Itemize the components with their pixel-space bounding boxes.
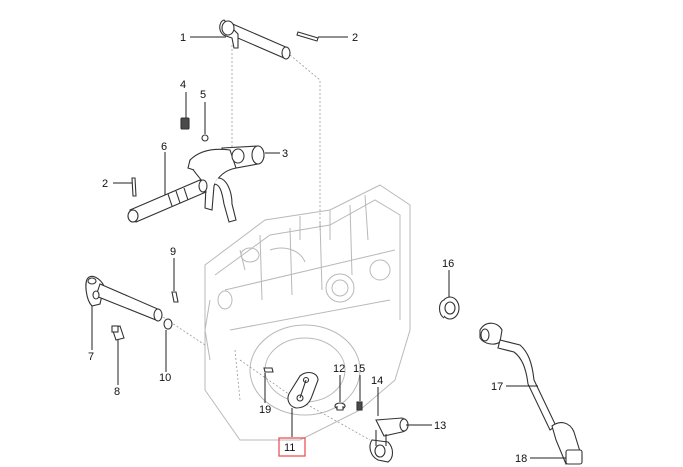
callout-6[interactable]: 6 <box>161 141 167 153</box>
callout-11[interactable]: 11 <box>284 442 295 454</box>
callout-16[interactable]: 16 <box>442 258 454 270</box>
part-8-detent-block <box>111 325 125 341</box>
part-6-shift-rail <box>127 179 208 223</box>
part-10-o-ring <box>163 318 173 330</box>
callout-2[interactable]: 2 <box>102 178 108 190</box>
callout-9[interactable]: 9 <box>170 246 176 258</box>
callout-4[interactable]: 4 <box>180 79 186 91</box>
leader-lines <box>91 36 566 459</box>
part-5-ball <box>201 134 209 142</box>
part-3-shift-fork <box>187 145 265 223</box>
part-16-oil-seal <box>438 296 460 320</box>
callout-19[interactable]: 19 <box>259 404 271 416</box>
part-19-roll-pin <box>263 367 274 373</box>
part-1-shift-shaft <box>219 19 291 60</box>
callout-3[interactable]: 3 <box>282 148 288 160</box>
transmission-housing-ghost <box>204 184 411 441</box>
part-4-set-screw <box>180 117 190 130</box>
part-9-pin <box>171 291 179 303</box>
part-2-pin-left <box>131 177 137 197</box>
part-17-shift-rod <box>479 322 557 431</box>
callout-10[interactable]: 10 <box>159 372 171 384</box>
callout-18[interactable]: 18 <box>515 453 527 465</box>
part-13-lever-arm <box>369 417 409 463</box>
callout-17[interactable]: 17 <box>491 381 503 393</box>
callout-1[interactable]: 1 <box>180 32 186 44</box>
callout-7[interactable]: 7 <box>88 351 94 363</box>
callout-15[interactable]: 15 <box>353 363 365 375</box>
part-18-rod-end <box>551 422 583 465</box>
part-2-pin-top <box>296 31 319 42</box>
callout-labels: 1 2 2 3 4 5 6 7 8 9 10 11 12 13 14 15 16… <box>88 32 527 465</box>
part-12-bolt <box>334 402 346 411</box>
callout-5[interactable]: 5 <box>200 89 206 101</box>
callout-13[interactable]: 13 <box>434 420 446 432</box>
callout-12[interactable]: 12 <box>333 363 345 375</box>
highlight-box-11 <box>278 437 306 457</box>
callout-8[interactable]: 8 <box>114 386 120 398</box>
part-11-lever-plate <box>287 371 319 409</box>
part-15-grub-screw <box>356 401 363 411</box>
callout-14[interactable]: 14 <box>371 375 383 387</box>
part-7-selector-shaft <box>85 275 163 322</box>
callout-2[interactable]: 2 <box>352 32 358 44</box>
